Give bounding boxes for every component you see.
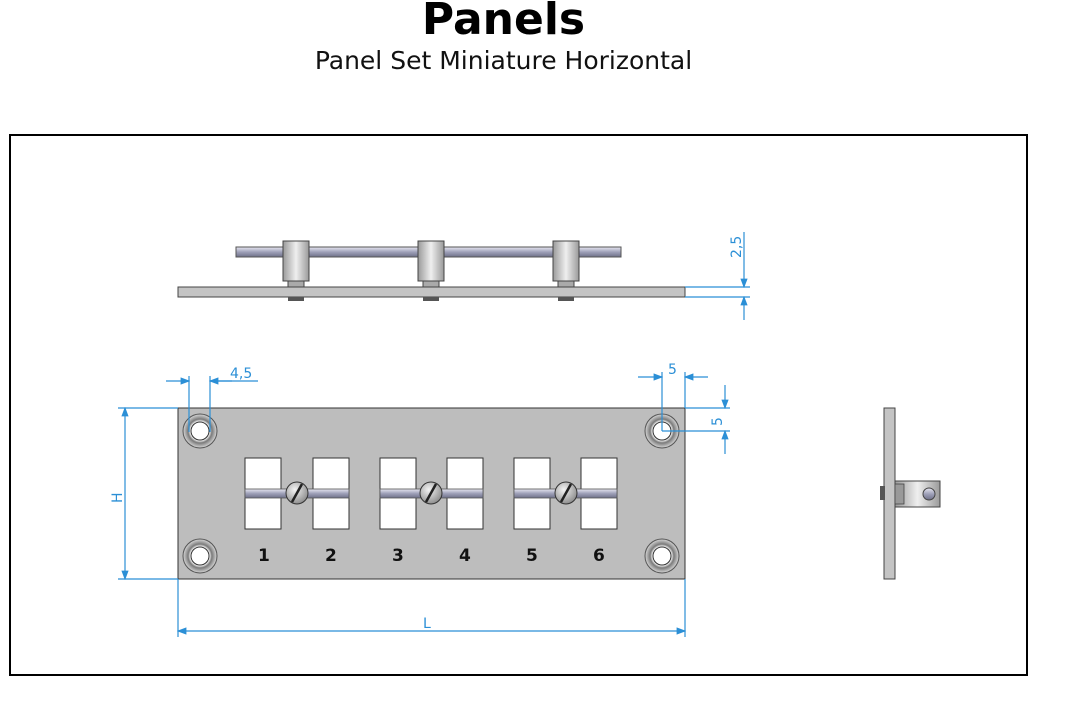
- slot-label-2: 2: [325, 546, 337, 566]
- slotted-screw-icon: [285, 481, 309, 505]
- top-view: 2,5: [177, 232, 750, 320]
- dimension-length: [176, 579, 687, 637]
- slotted-screw-icon: [419, 481, 443, 505]
- side-block-shoulder: [894, 483, 905, 505]
- dimension-hole-offset-right-y: [662, 385, 730, 454]
- slot-label-3: 3: [392, 546, 404, 566]
- clamp-block-3: [552, 240, 580, 301]
- slot-label-6: 6: [593, 546, 605, 566]
- dimension-hole-offset-right-x-label: 5: [668, 362, 677, 378]
- mounting-hole-icon: [182, 538, 218, 574]
- clamp-block-2: [417, 240, 445, 301]
- screw-stub: [880, 486, 885, 500]
- dimension-hole-offset-left: [166, 376, 258, 432]
- dimension-height: [118, 406, 178, 581]
- page-title: Panels: [421, 0, 586, 45]
- dimension-thickness: [685, 232, 750, 320]
- slot-label-1: 1: [258, 546, 270, 566]
- rod-hole: [922, 487, 936, 501]
- slotted-screw-icon: [554, 481, 578, 505]
- slot-label-5: 5: [526, 546, 538, 566]
- dimension-hole-offset-right-x: [638, 372, 708, 431]
- mounting-hole-icon: [182, 413, 218, 449]
- dimension-height-label: H: [110, 492, 126, 503]
- front-view: 1 2 3 4 5 6 4,5 5 5: [110, 362, 730, 637]
- dimension-hole-offset-left-label: 4,5: [230, 366, 252, 382]
- slot-label-4: 4: [459, 546, 471, 566]
- side-view: [880, 407, 941, 580]
- dimension-length-label: L: [423, 616, 431, 632]
- clamp-block-1: [282, 240, 310, 301]
- panel-edge: [883, 407, 896, 580]
- mounting-hole-icon: [644, 538, 680, 574]
- drawing-frame: [9, 134, 1028, 676]
- base-plate-side: [177, 286, 686, 298]
- dimension-thickness-label: 2,5: [729, 236, 745, 258]
- dimension-hole-offset-right-y-label: 5: [710, 417, 726, 426]
- page-subtitle: Panel Set Miniature Horizontal: [314, 46, 693, 75]
